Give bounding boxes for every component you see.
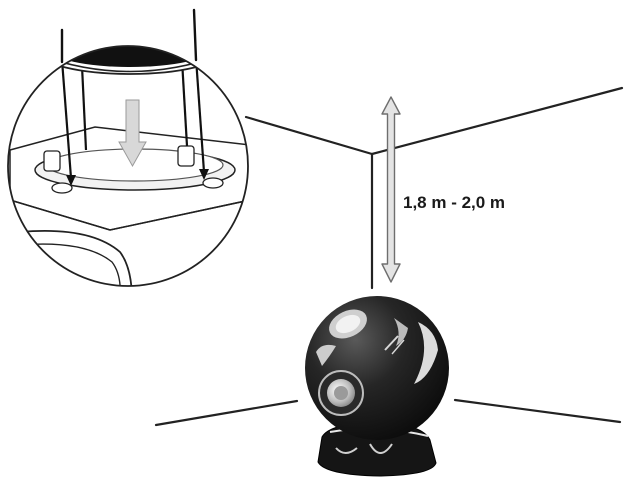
height-range-label: 1,8 m - 2,0 m (403, 193, 505, 212)
double-arrow-icon (381, 96, 401, 283)
magnifier-callout-icon (7, 8, 249, 287)
room-floor-lines (154, 398, 622, 427)
projector-sphere-icon (305, 296, 449, 477)
room-ceiling-lines (244, 86, 624, 290)
